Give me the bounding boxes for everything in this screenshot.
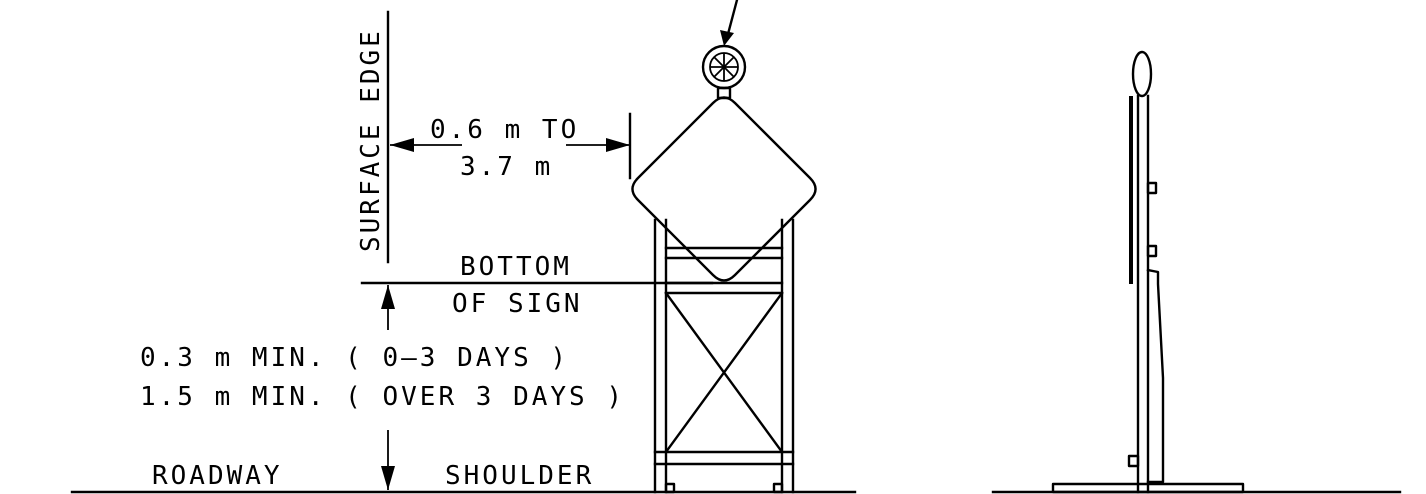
height-label-line2: 1.5 m MIN. ( OVER 3 DAYS ) [140, 382, 625, 412]
bottom-label-line1: BOTTOM [460, 252, 572, 282]
warning-light-front [701, 0, 747, 100]
offset-label-line2: 3.7 m [460, 152, 553, 182]
sign-stand-front [653, 218, 795, 494]
offset-label-line1: 0.6 m TO [430, 115, 579, 145]
height-label-line1: 0.3 m MIN. ( 0–3 DAYS ) [140, 343, 569, 373]
sign-height-dimension [381, 285, 395, 490]
bottom-label-line2: OF SIGN [452, 289, 583, 319]
roadway-label: ROADWAY [152, 461, 283, 491]
surface-edge-label: SURFACE EDGE [356, 28, 386, 252]
diamond-sign-front [631, 96, 817, 282]
shoulder-label: SHOULDER [445, 461, 594, 491]
sign-side-view [1051, 50, 1245, 494]
lateral-offset-dimension [390, 112, 632, 180]
